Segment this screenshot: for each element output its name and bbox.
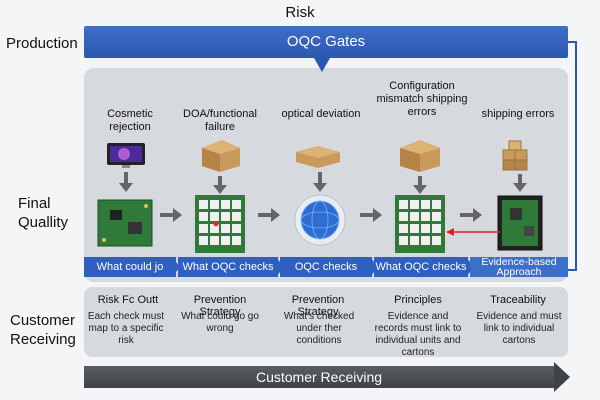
principle-head-traceability: Traceability xyxy=(490,294,546,306)
column-title-configuration: Configuration mismatch shipping errors xyxy=(376,80,468,118)
principle-head-prevention-2: Prevention Strategy xyxy=(291,294,345,318)
principle-head-risk: Risk Fc Outt xyxy=(97,294,159,306)
stage-label-production: Production xyxy=(6,35,78,52)
stage-label-final-quality: Final Quallity xyxy=(18,195,69,231)
optical-sphere-icon xyxy=(294,194,346,246)
step-what-oqc-checks: What OQC checks xyxy=(178,257,278,277)
principle-text-prevention: What could go go wrong xyxy=(181,311,259,334)
module-grid-icon xyxy=(195,195,245,253)
stage-label-customer-receiving: Customer Receiving xyxy=(10,312,76,348)
return-connector-line xyxy=(568,41,577,271)
module-grid-icon xyxy=(395,195,445,253)
gates-down-arrow xyxy=(314,58,330,72)
cardboard-box-icon xyxy=(202,140,240,172)
step-evidence-based: Evidence-based Approach xyxy=(470,257,568,277)
step-what-could-go: What could јo xyxy=(84,257,176,277)
monitor-icon xyxy=(107,143,145,168)
right-arrows xyxy=(160,208,482,222)
column-title-optical: optical deviation xyxy=(281,108,361,120)
customer-bar-arrowhead xyxy=(554,362,570,392)
customer-receiving-bar: Customer Receiving xyxy=(84,366,554,388)
step-oqc-checks: OQC checks xyxy=(280,257,372,277)
principle-head-principles: Principles xyxy=(394,294,442,306)
principle-text-principles: Evidence and records must link to indivi… xyxy=(374,311,462,358)
flat-box-icon xyxy=(296,146,340,168)
diagram-title: Risk xyxy=(285,4,315,21)
trace-arrowhead xyxy=(446,228,454,236)
principle-text-prevention-2: What's checked under ther conditions xyxy=(283,311,355,346)
final-quality-panel xyxy=(84,68,568,282)
column-title-shipping: shipping errors xyxy=(481,108,555,120)
principle-head-prevention: Prevention Strategy xyxy=(193,294,247,318)
down-arrows xyxy=(119,172,527,194)
column-title-cosmetic: Cosmetic rejection xyxy=(107,108,153,133)
stacked-cartons-icon xyxy=(502,140,528,171)
circuit-board-icon xyxy=(97,199,153,247)
circuit-board-icon xyxy=(497,195,543,251)
step-what-oqc-checks-2: What OQC checks xyxy=(374,257,468,277)
principle-text-traceability: Evidence and must link to individual car… xyxy=(476,311,562,346)
column-title-doa: DOA/functional failure xyxy=(183,108,257,133)
cardboard-box-icon xyxy=(400,140,440,172)
principles-panel xyxy=(84,287,568,357)
principle-text-risk: Each check must map to a specific risk xyxy=(87,311,165,346)
oqc-gates-banner: OQC Gates xyxy=(84,26,568,58)
